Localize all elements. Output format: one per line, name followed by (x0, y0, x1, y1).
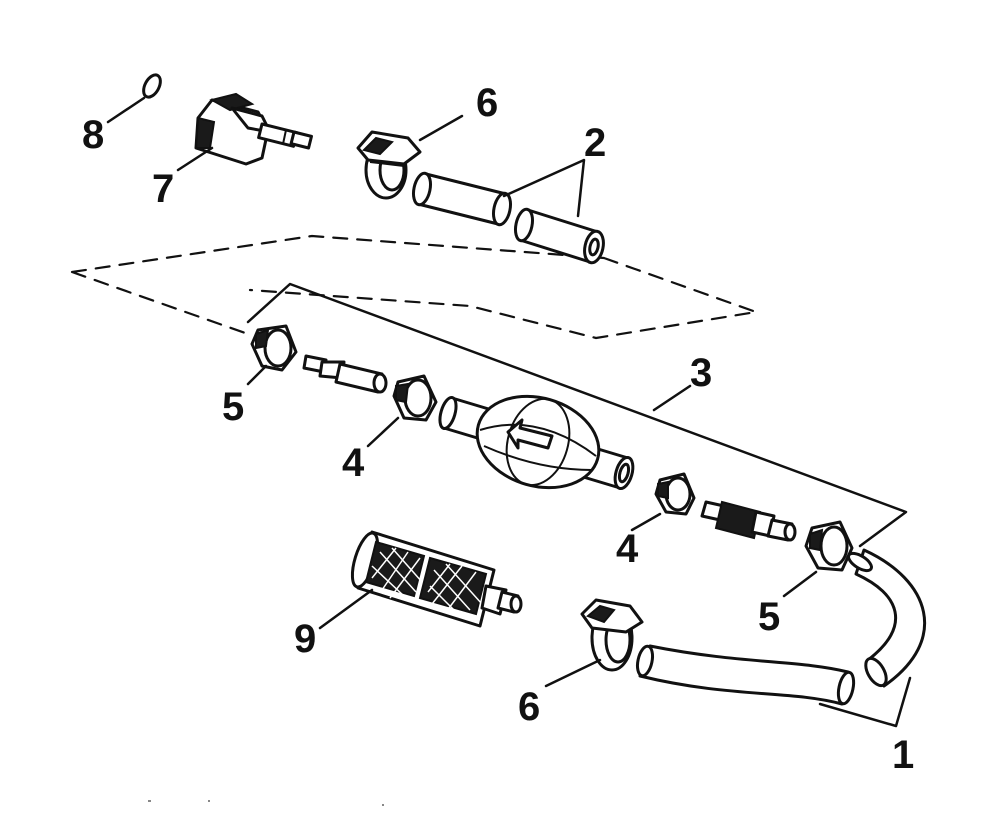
callout-5-right: 5 (758, 595, 780, 639)
callout-8: 8 (82, 113, 104, 157)
hose-clamp-6-top (356, 130, 422, 200)
dashed-group-outline (70, 234, 758, 340)
fuel-hose-1 (635, 548, 926, 706)
callout-4-right: 4 (616, 527, 639, 571)
callout-9: 9 (294, 617, 316, 661)
leader-lines (106, 96, 912, 728)
callout-6-top: 6 (476, 81, 498, 125)
fuel-filter-9 (350, 530, 523, 628)
hose-segment-2b (513, 207, 605, 265)
clamp-ring-5-right (804, 520, 854, 572)
callout-2: 2 (584, 121, 606, 165)
clamp-ring-4-left (392, 374, 438, 422)
callout-6-bottom: 6 (518, 685, 540, 729)
hose-clamp-6-bottom (580, 598, 644, 672)
callout-1: 1 (892, 733, 914, 777)
callout-5-left: 5 (222, 385, 244, 429)
hose-segment-2a (411, 171, 513, 227)
o-ring-8 (142, 73, 162, 99)
callout-3: 3 (690, 351, 712, 395)
primer-bulb-3 (438, 394, 635, 491)
scan-specks (148, 800, 384, 806)
clamp-ring-5-left (250, 324, 298, 372)
check-valve-fitting-right (700, 500, 797, 542)
bracket-3 (246, 282, 908, 548)
clamp-ring-4-right (654, 472, 696, 516)
fuel-connector-7 (194, 92, 313, 166)
hose-fitting-left (302, 354, 388, 394)
callout-7: 7 (152, 167, 174, 211)
callout-4-left: 4 (342, 441, 365, 485)
